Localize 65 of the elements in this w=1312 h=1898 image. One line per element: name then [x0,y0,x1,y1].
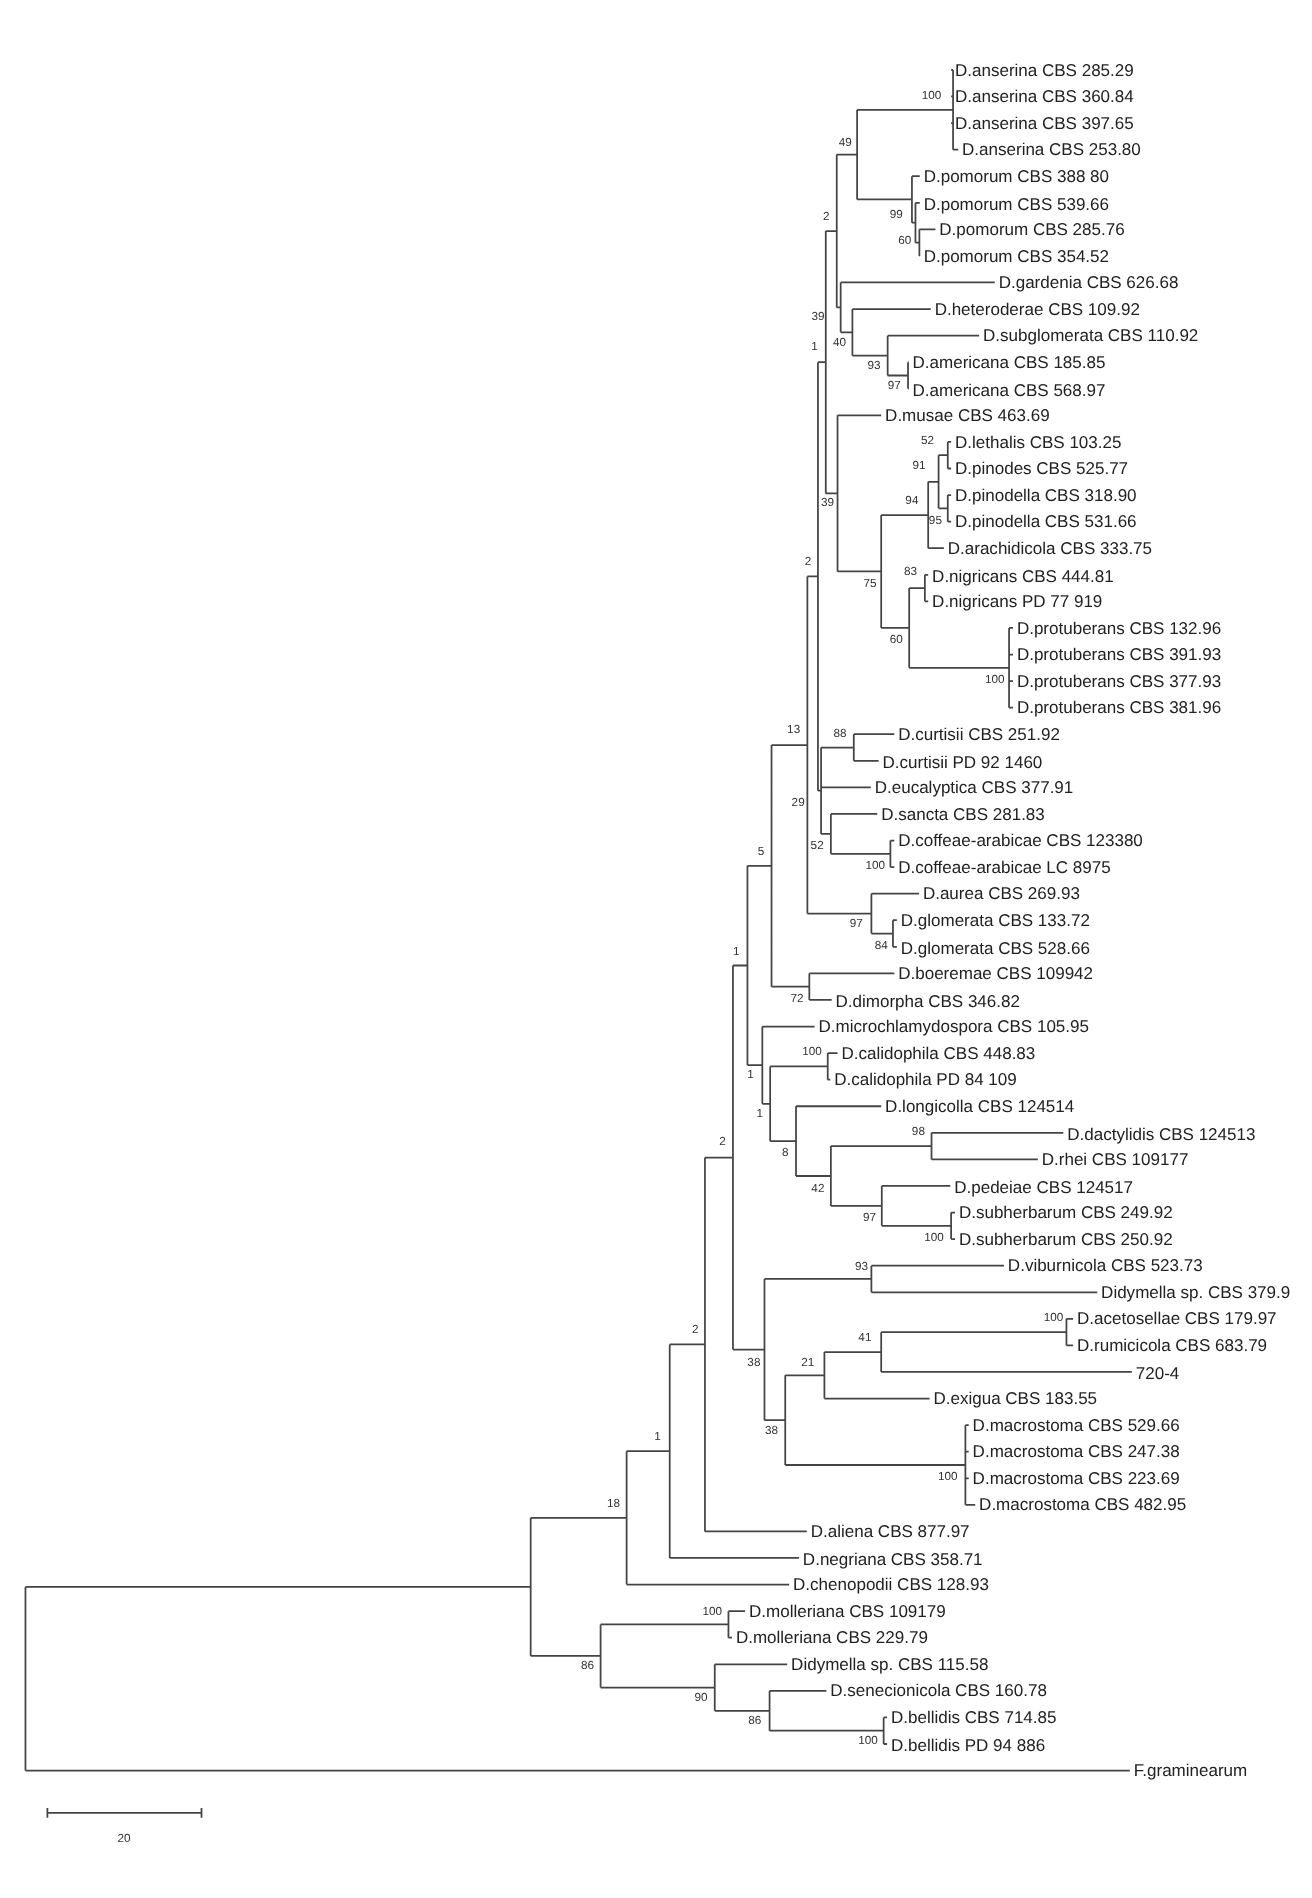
taxon-label: D.macrostoma CBS 247.38 [972,1441,1180,1462]
taxon-label: D.molleriana CBS 109179 [749,1601,946,1621]
taxon-label: D.chenopodii CBS 128.93 [793,1574,989,1595]
taxon-label: D.acetosellae CBS 179.97 [1077,1309,1277,1329]
taxon-label: D.anserina CBS 397.65 [955,113,1134,133]
taxon-label: D.glomerata CBS 528.66 [900,937,1090,957]
taxon-label: D.pomorum CBS 285.76 [939,219,1125,240]
taxon-label: D.molleriana CBS 229.79 [735,1627,928,1648]
taxon-label: D.pomorum CBS 388 80 [923,166,1109,186]
taxon-label: D.exigua CBS 183.55 [933,1388,1098,1409]
taxon-label: D.coffeae-arabicae LC 8975 [898,857,1111,877]
taxon-label: D.bellidis PD 94 886 [891,1734,1046,1754]
taxon-label: D.glomerata CBS 133.72 [900,910,1090,931]
taxon-label: D.musae CBS 463.69 [885,405,1050,426]
taxon-label: D.dactylidis CBS 124513 [1067,1123,1256,1143]
taxon-label: D.negriana CBS 358.71 [802,1548,983,1568]
taxon-label: D.nigricans PD 77 919 [932,591,1103,612]
taxon-label: D.dimorpha CBS 346.82 [835,990,1020,1010]
taxon-label: D.americana CBS 185.85 [912,352,1106,372]
taxon-label: D.longicolla CBS 124514 [885,1096,1075,1117]
taxon-label: D.rumicicola CBS 683.79 [1077,1335,1268,1356]
taxon-label: D.microchlamydospora CBS 105.95 [818,1016,1089,1037]
taxon-label: D.americana CBS 568.97 [912,378,1106,399]
taxon-label: D.pomorum CBS 539.66 [923,193,1109,213]
taxon-label: D.anserina CBS 253.80 [962,139,1141,160]
taxon-label: D.protuberans CBS 391.93 [1016,644,1222,665]
taxon-label: D.subglomerata CBS 110.92 [983,325,1199,346]
taxon-label: D.curtisii CBS 251.92 [898,724,1060,744]
taxon-label: D.pinodes CBS 525.77 [955,458,1129,479]
taxon-label: D.eucalyptica CBS 377.91 [874,777,1074,798]
taxon-label: D.rhei CBS 109177 [1041,1149,1189,1170]
taxon-label: D.boeremae CBS 109942 [898,963,1094,984]
taxon-label: D.nigricans CBS 444.81 [932,564,1114,585]
taxon-label: D.coffeae-arabicae CBS 123380 [898,830,1143,851]
taxon-label: D.lethalis CBS 103.25 [955,432,1122,452]
taxon-label: D.heteroderae CBS 109.92 [934,299,1140,319]
taxon-label: D.protuberans CBS 381.96 [1016,697,1222,718]
taxon-label: D.macrostoma CBS 529.66 [972,1415,1180,1435]
taxon-label: D.macrostoma CBS 482.95 [979,1495,1187,1515]
taxon-label: D.curtisii PD 92 1460 [882,751,1043,771]
taxon-label: D.aurea CBS 269.93 [922,883,1080,904]
taxon-label: D.pomorum CBS 354.52 [923,246,1109,266]
taxon-label: D.viburnicola CBS 523.73 [1007,1255,1203,1276]
taxon-label: D.bellidis CBS 714.85 [891,1707,1057,1728]
taxon-label: D.protuberans CBS 132.96 [1016,618,1222,638]
taxon-label: D.pedeiae CBS 124517 [954,1176,1133,1196]
taxon-label: D.pinodella CBS 318.90 [955,485,1137,505]
taxon-label: D.sancta CBS 281.83 [881,804,1045,824]
taxon-label: D.subherbarum CBS 249.92 [958,1202,1173,1223]
taxon-label: D.aliena CBS 877.97 [810,1521,970,1542]
taxon-label: D.gardenia CBS 626.68 [998,272,1179,293]
taxon-label: D.calidophila CBS 448.83 [841,1043,1036,1063]
taxon-label: 720-4 [1135,1362,1180,1382]
taxon-label: D.arachidicola CBS 333.75 [947,538,1153,558]
taxon-label: D.senecionicola CBS 160.78 [830,1681,1047,1701]
taxon-label: D.macrostoma CBS 223.69 [972,1468,1180,1489]
taxon-label: F.graminearum [1133,1760,1248,1781]
taxon-label: D.calidophila PD 84 109 [834,1069,1017,1090]
taxon-label: D.anserina CBS 285.29 [955,60,1134,80]
taxon-label: D.protuberans CBS 377.93 [1016,671,1222,691]
taxon-label: Didymella sp. CBS 115.58 [791,1654,989,1675]
taxon-label: D.pinodella CBS 531.66 [955,511,1137,532]
taxon-label: D.subherbarum CBS 250.92 [958,1229,1173,1249]
taxon-label: Didymella sp. CBS 379.9 [1101,1282,1291,1303]
taxon-label: D.anserina CBS 360.84 [955,86,1134,107]
